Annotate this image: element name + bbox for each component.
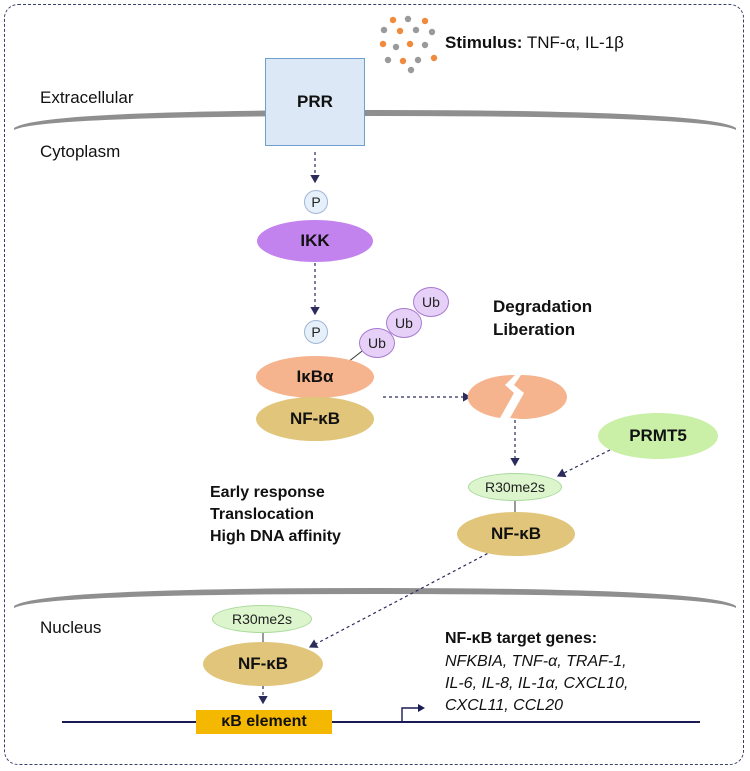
r30me2s-nuc-badge: R30me2s [212, 605, 312, 633]
ikk-node: IKK [257, 220, 373, 262]
diagram-frame [4, 4, 744, 765]
ubiquitin-1: Ub [359, 328, 395, 358]
prr-receptor: PRR [265, 58, 365, 146]
ubiquitin-3: Ub [413, 287, 449, 317]
region-nucleus: Nucleus [40, 618, 102, 637]
target-genes-line2: IL-6, IL-8, IL-1α, CXCL10, [445, 675, 629, 692]
region-extracellular: Extracellular [40, 88, 134, 107]
nfkb-nuclear-node: NF-κB [203, 642, 323, 686]
target-genes-line1: NFKBIA, TNF-α, TRAF-1, [445, 653, 627, 670]
phospho-badge-ikba: P [304, 320, 328, 344]
transcription-start-arrow [401, 707, 418, 722]
degraded-ikba-icon [467, 374, 567, 419]
ikba-node: IκBα [256, 356, 374, 398]
region-cytoplasm: Cytoplasm [40, 142, 121, 161]
high-dna-affinity-label: High DNA affinity [210, 528, 341, 545]
target-genes-line3: CXCL11, CCL20 [445, 697, 563, 714]
nfkb-complex-node: NF-κB [256, 397, 374, 441]
kb-element-box: κB element [196, 710, 332, 734]
target-genes-title: NF-κB target genes: [445, 630, 598, 647]
liberation-label: Liberation [493, 320, 576, 339]
arrow-prmt5-to-r30 [556, 449, 611, 478]
early-response-label: Early response [210, 484, 325, 501]
stimulus-label: Stimulus: [445, 33, 523, 52]
prmt5-node: PRMT5 [598, 413, 718, 459]
plasma-membrane [14, 110, 736, 130]
stimulus-text: TNF-α, IL-1β [526, 33, 624, 52]
translocation-label: Translocation [210, 506, 315, 523]
nuclear-membrane [14, 588, 736, 608]
ubiquitin-2: Ub [386, 308, 422, 338]
degradation-label: Degradation [493, 297, 593, 316]
phospho-badge-ikk: P [304, 190, 328, 214]
transcription-arrowhead [418, 704, 425, 712]
r30me2s-cyto-badge: R30me2s [468, 473, 562, 501]
stimulus-label-group: Stimulus: TNF-α, IL-1β [445, 33, 624, 53]
stimulus-dots [379, 15, 438, 74]
prr-label: PRR [297, 92, 333, 111]
nfkb-cyto-node: NF-κB [457, 512, 575, 556]
